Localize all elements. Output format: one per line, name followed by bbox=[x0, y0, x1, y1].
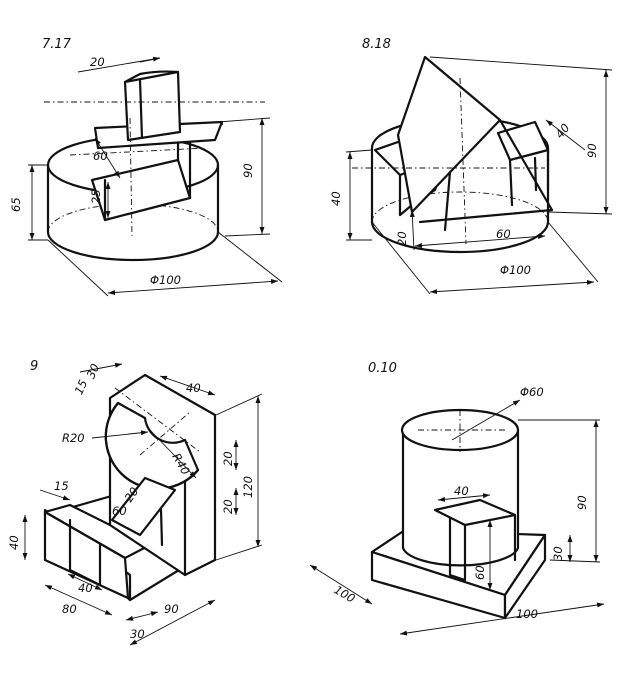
dim-label: 20 bbox=[122, 485, 142, 505]
dim-label: 90 bbox=[164, 602, 179, 616]
dim-label: 15 bbox=[54, 479, 69, 493]
dim-label: 25 bbox=[89, 189, 103, 204]
dim-label: 120 bbox=[241, 476, 255, 498]
dim-label: 40 bbox=[329, 191, 343, 206]
figure-label: 0.10 bbox=[368, 361, 397, 376]
dim-label: 20 bbox=[221, 499, 235, 514]
figure-label: 8.18 bbox=[362, 37, 391, 52]
figure-9: 9 30 15 40 R20 bbox=[7, 359, 263, 646]
figure-label: 9 bbox=[30, 359, 38, 374]
upright-block bbox=[123, 70, 182, 142]
dim-label: 90 bbox=[575, 495, 589, 510]
dim-label: 100 bbox=[516, 607, 538, 621]
dim-label: 100 bbox=[332, 582, 358, 605]
support-rib bbox=[110, 476, 177, 537]
dim-label: 40 bbox=[186, 381, 201, 395]
dim-label: 90 bbox=[241, 163, 255, 178]
dim-label: 60 bbox=[496, 227, 511, 241]
dim-label: 30 bbox=[551, 546, 565, 561]
dim-label: 60 bbox=[112, 504, 127, 518]
dim-label: Φ100 bbox=[150, 273, 181, 287]
dim-label: Φ100 bbox=[500, 263, 531, 277]
slot-cut bbox=[433, 498, 517, 582]
dim-label: R20 bbox=[62, 431, 85, 445]
dim-label: 20 bbox=[221, 451, 235, 466]
figure-7-17: 7.17 20 60 bbox=[9, 37, 283, 297]
dim-label: 65 bbox=[9, 197, 23, 212]
figure-label: 7.17 bbox=[42, 37, 72, 52]
dim-label: Φ60 bbox=[520, 385, 544, 399]
figure-0-10: 0.10 Φ60 40 90 30 60 bbox=[309, 361, 605, 636]
dim-label: 60 bbox=[473, 565, 487, 580]
dim-label: 30 bbox=[83, 362, 102, 381]
dim-label: 90 bbox=[585, 143, 599, 158]
dim-label: 40 bbox=[454, 484, 469, 498]
dim-label: 80 bbox=[62, 602, 77, 616]
right-block bbox=[496, 120, 550, 207]
dim-label: 40 bbox=[78, 581, 93, 595]
dim-label: 40 bbox=[7, 535, 21, 550]
dim-label: 60 bbox=[93, 149, 108, 163]
dim-label: 20 bbox=[90, 55, 105, 69]
dim-label: 15 bbox=[71, 378, 90, 397]
figure-8-18: 8.18 40 bbox=[329, 37, 613, 295]
inclined-prism bbox=[396, 55, 554, 232]
dim-label: 20 bbox=[395, 231, 409, 246]
